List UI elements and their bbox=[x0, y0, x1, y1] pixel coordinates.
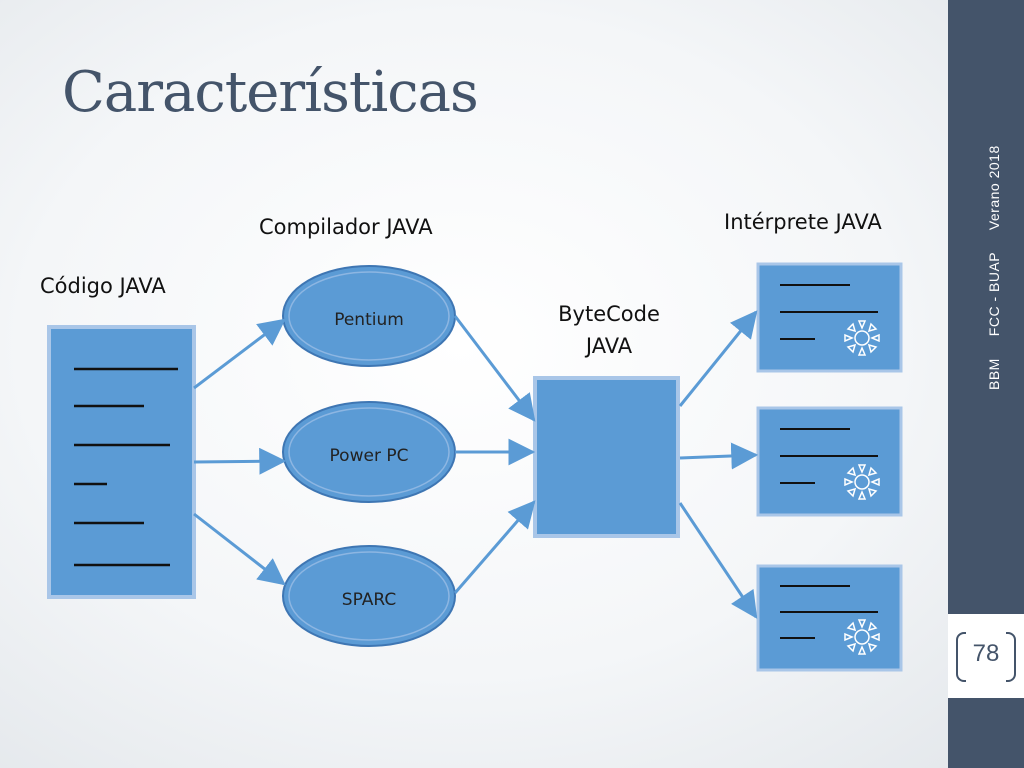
compiler-label-powerpc: Power PC bbox=[330, 446, 409, 466]
interpreter-label: Intérprete JAVA bbox=[724, 210, 882, 234]
bytecode-label-line1: ByteCode bbox=[558, 302, 660, 326]
arrow-bytecode-to-interpreter-3 bbox=[678, 502, 758, 619]
bracket-right-icon bbox=[1006, 632, 1016, 682]
arrow-source-to-powerpc bbox=[193, 447, 287, 475]
source-code-label: Código JAVA bbox=[40, 274, 166, 298]
bracket-left-icon bbox=[956, 632, 966, 682]
arrow-bytecode-to-interpreter-2 bbox=[679, 442, 759, 470]
page-number-badge: 78 bbox=[948, 614, 1024, 698]
interpreter-box-3 bbox=[756, 564, 903, 672]
bytecode-box bbox=[533, 376, 680, 538]
diagram-canvas: Pentium Power PC SPARC bbox=[47, 262, 903, 672]
bytecode-label-line2: JAVA bbox=[585, 334, 633, 358]
page-number: 78 bbox=[972, 640, 1000, 667]
arrow-sparc-to-bytecode bbox=[453, 500, 536, 594]
source-code-box bbox=[47, 325, 196, 599]
arrow-pentium-to-bytecode bbox=[453, 315, 536, 422]
interpreter-box-2 bbox=[756, 406, 903, 517]
compiler-node-powerpc: Power PC bbox=[282, 401, 456, 503]
compiler-label-sparc: SPARC bbox=[342, 590, 396, 610]
code-lines-icon bbox=[74, 367, 178, 567]
arrow-source-to-sparc bbox=[193, 512, 286, 586]
compiler-node-sparc: SPARC bbox=[282, 545, 456, 647]
compiler-node-pentium: Pentium bbox=[282, 265, 456, 367]
arrow-source-to-pentium bbox=[193, 318, 286, 390]
interpreter-box-1 bbox=[756, 262, 903, 373]
slide-title: Características bbox=[62, 60, 479, 125]
compiler-label-pentium: Pentium bbox=[334, 310, 404, 330]
footer-text: BBM FCC - BUAP Verano 2018 bbox=[986, 145, 1002, 390]
compiler-label: Compilador JAVA bbox=[259, 215, 433, 239]
arrow-bytecode-to-interpreter-1 bbox=[678, 310, 758, 407]
